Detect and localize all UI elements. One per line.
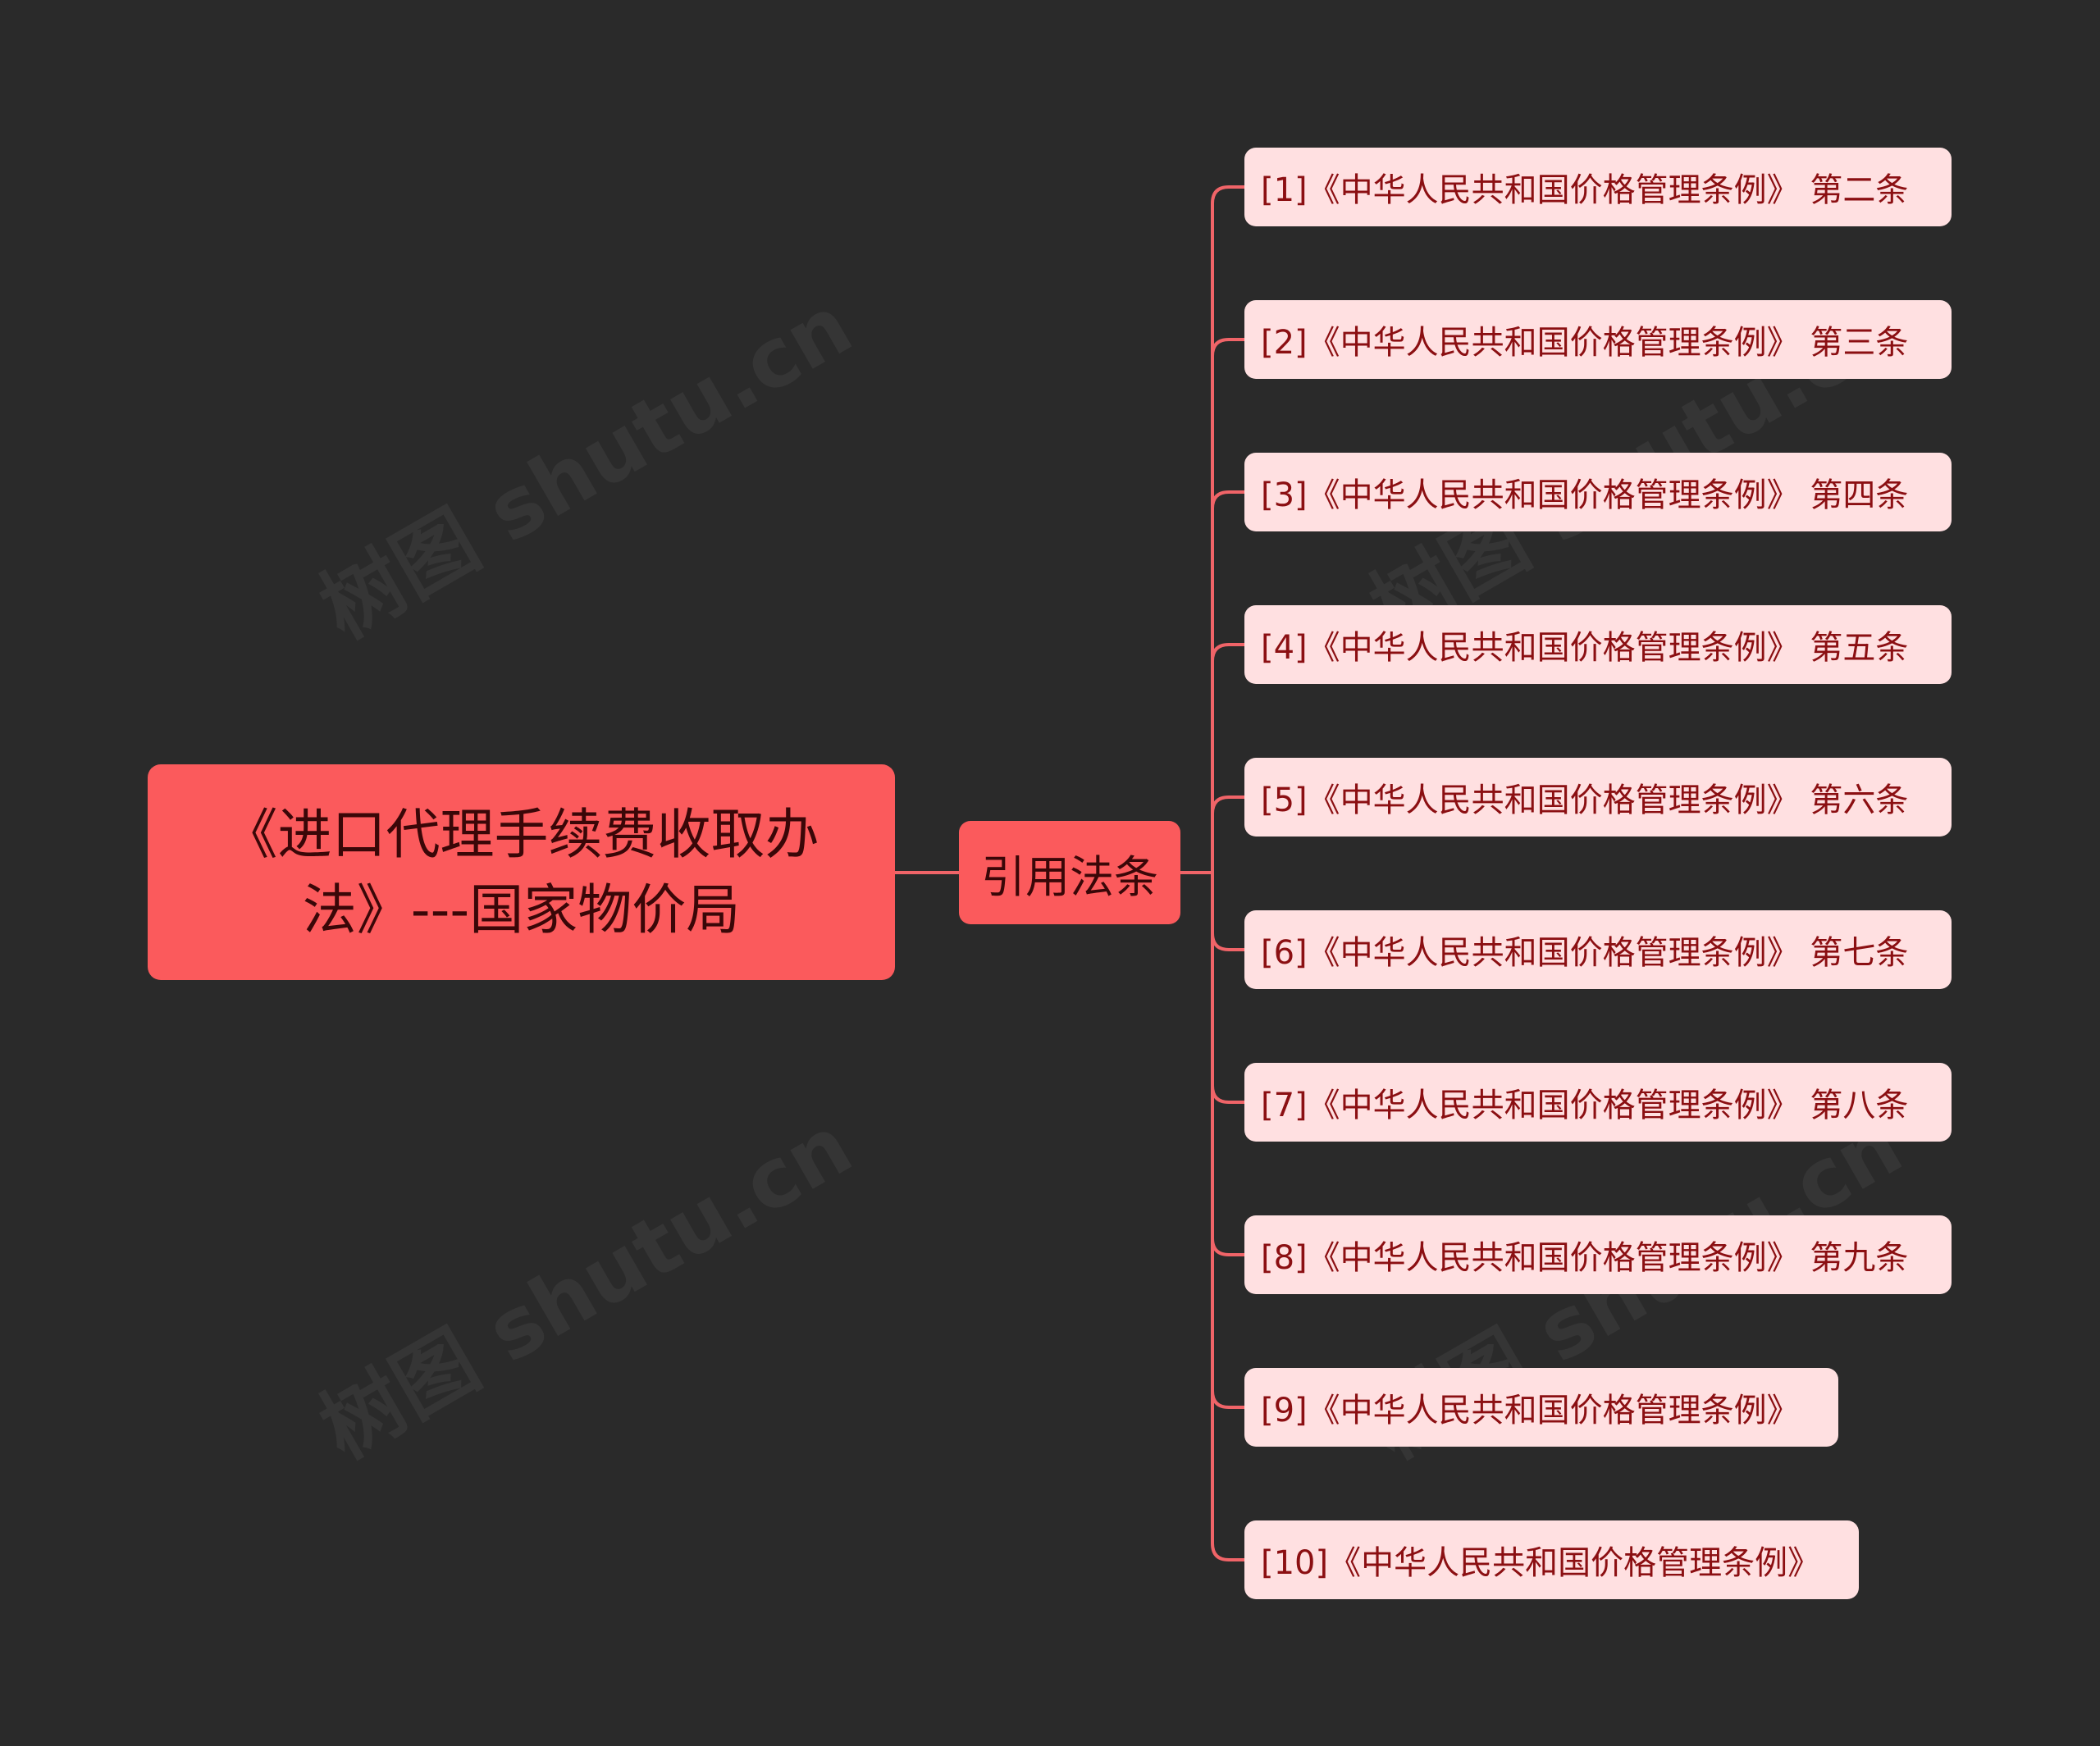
branch-node-cited-laws[interactable]: 引用法条 (959, 821, 1180, 924)
leaf-connector-9 (1211, 1390, 1244, 1409)
leaf-node-label: [4]《中华人民共和国价格管理条例》 第五条 (1261, 629, 1909, 667)
leaf-node-label: [7]《中华人民共和国价格管理条例》 第八条 (1261, 1087, 1909, 1124)
leaf-node-citation-10[interactable]: [10]《中华人民共和国价格管理条例》 (1244, 1520, 1859, 1599)
leaf-node-citation-3[interactable]: [3]《中华人民共和国价格管理条例》 第四条 (1244, 453, 1952, 531)
leaf-connector-5 (1211, 796, 1244, 814)
leaf-node-label: [3]《中华人民共和国价格管理条例》 第四条 (1261, 476, 1909, 514)
leaf-node-citation-8[interactable]: [8]《中华人民共和国价格管理条例》 第九条 (1244, 1215, 1952, 1294)
leaf-node-label: [10]《中华人民共和国价格管理条例》 (1261, 1544, 1821, 1582)
leaf-node-citation-7[interactable]: [7]《中华人民共和国价格管理条例》 第八条 (1244, 1063, 1952, 1142)
leaf-node-citation-1[interactable]: [1]《中华人民共和国价格管理条例》 第二条 (1244, 148, 1952, 226)
leaf-connector-2 (1211, 338, 1244, 357)
leaf-node-citation-9[interactable]: [9]《中华人民共和国价格管理条例》 (1244, 1368, 1838, 1447)
leaf-node-citation-5[interactable]: [5]《中华人民共和国价格管理条例》 第六条 (1244, 758, 1952, 837)
leaf-node-label: [5]《中华人民共和国价格管理条例》 第六条 (1261, 782, 1909, 819)
leaf-node-citation-6[interactable]: [6]《中华人民共和国价格管理条例》 第七条 (1244, 910, 1952, 989)
branch-node-label: 引用法条 (981, 850, 1158, 903)
leaf-node-citation-4[interactable]: [4]《中华人民共和国价格管理条例》 第五条 (1244, 605, 1952, 684)
leaf-node-label: [2]《中华人民共和国价格管理条例》 第三条 (1261, 324, 1909, 362)
leaf-connector-8 (1211, 1238, 1244, 1256)
leaf-node-label: [1]《中华人民共和国价格管理条例》 第二条 (1261, 171, 1909, 209)
leaf-connector-1 (1211, 185, 1244, 204)
leaf-connector-6 (1211, 932, 1244, 951)
leaf-connector-3 (1211, 490, 1244, 509)
leaf-connector-10 (1211, 1543, 1244, 1561)
leaf-node-label: [9]《中华人民共和国价格管理条例》 (1261, 1392, 1800, 1429)
root-node[interactable]: 《进口代理手续费收取办法》---国家物价局 (148, 764, 895, 980)
leaf-connector-7 (1211, 1085, 1244, 1104)
leaf-node-label: [8]《中华人民共和国价格管理条例》 第九条 (1261, 1239, 1909, 1277)
leaf-connector-4 (1211, 643, 1244, 662)
root-node-label: 《进口代理手续费收取办法》---国家物价局 (223, 802, 819, 941)
leaf-node-label: [6]《中华人民共和国价格管理条例》 第七条 (1261, 934, 1909, 972)
leaf-node-citation-2[interactable]: [2]《中华人民共和国价格管理条例》 第三条 (1244, 300, 1952, 379)
